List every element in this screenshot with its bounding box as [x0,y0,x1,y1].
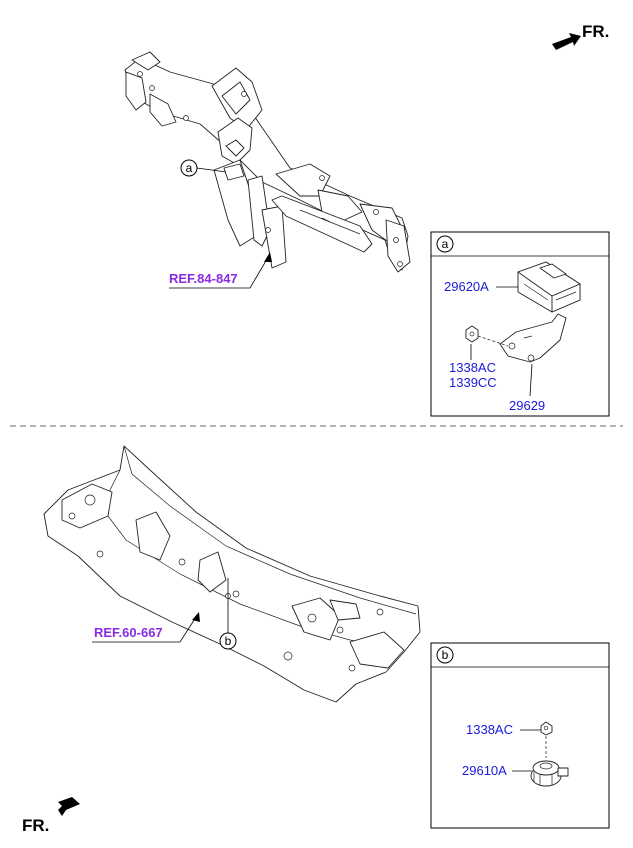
svg-text:b: b [442,648,449,662]
nut-illustration-a [465,325,509,347]
reference-84-847: REF.84-847 [169,252,272,289]
direction-arrow-icon [552,33,581,50]
cowl-crossmember-illustration [124,51,411,273]
part-29610A: 29610A [462,763,507,778]
svg-text:b: b [225,634,232,648]
front-direction-indicator-bottom: FR. [22,797,80,835]
part-1339CC: 1339CC [449,375,497,390]
detail-box-b: b 1338AC 29610A [430,642,610,829]
front-direction-indicator-top: FR. [552,22,609,50]
svg-text:REF.84-847: REF.84-847 [169,271,238,286]
callout-b-lower: b [219,578,237,650]
control-module-illustration [517,261,581,313]
nut-illustration-b [540,721,553,758]
part-1338AC-a: 1338AC [449,360,496,375]
front-label-top: FR. [582,22,609,41]
front-label-bottom: FR. [22,816,49,835]
svg-text:REF.60-667: REF.60-667 [94,625,163,640]
detail-box-a: a 29620A 1338AC 1339CC 29629 [430,231,610,417]
sensor-unit-illustration [530,760,569,787]
part-1338AC-b: 1338AC [466,722,513,737]
svg-text:a: a [186,161,193,175]
mounting-bracket-illustration [499,313,567,363]
cowl-panel-illustration [43,445,421,703]
reference-60-667: REF.60-667 [92,612,200,643]
part-29620A: 29620A [444,279,489,294]
callout-a-upper: a [180,159,227,177]
direction-arrow-icon [58,797,80,816]
svg-text:a: a [442,237,449,251]
part-29629: 29629 [509,398,545,413]
